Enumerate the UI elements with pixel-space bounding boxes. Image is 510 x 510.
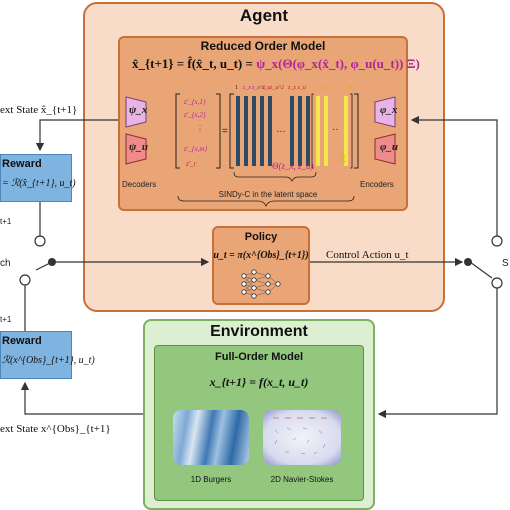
rom-equation: x̂_{t+1} = f̂(x̂_t, u_t) = ψ_x(Θ(φ_x(x̂_… xyxy=(132,56,420,72)
rom-equation-right: ψ_x(Θ(φ_x(x̂_t), φ_u(u_t)) Ξ) xyxy=(256,56,420,71)
reward-bottom-title: Reward xyxy=(2,335,42,347)
library-ellipsis: … xyxy=(276,124,286,135)
equals-sign: = xyxy=(222,126,228,137)
encoder-phi-u-shape xyxy=(374,133,396,165)
xi-column-1 xyxy=(316,96,320,166)
encoder-phi-x-label: φ_x xyxy=(380,104,398,116)
switch-right-bottom-node xyxy=(491,277,503,289)
connector-env-to-next-state xyxy=(20,381,143,415)
reward-bottom-panel xyxy=(0,331,72,379)
switch-left-top-node xyxy=(34,235,46,247)
decoder-psi-x-label: ψ_x xyxy=(129,104,148,116)
decoder-psi-x-shape xyxy=(125,96,147,128)
agent-title: Agent xyxy=(239,6,289,25)
burgers-caption: 1D Burgers xyxy=(190,475,232,484)
environment-title: Environment xyxy=(210,323,308,340)
encoder-phi-u-label: φ_u xyxy=(380,141,399,153)
xi-header-2: ξ_2 xyxy=(323,85,332,91)
library-header-zu: z_u xyxy=(262,85,271,91)
library-column-8 xyxy=(306,96,310,166)
derivative-bracket-right xyxy=(216,93,221,169)
navier-stokes-caption: 2D Navier-Stokes xyxy=(270,475,334,484)
decoders-label: Decoders xyxy=(122,180,157,189)
xi-header-1: ξ_1 xyxy=(314,85,323,91)
xi-bracket-right xyxy=(350,93,353,169)
connector-decoder-to-next-state xyxy=(35,119,118,152)
xi-label: Ξ xyxy=(340,154,346,164)
derivative-entry-dots: ⋮ xyxy=(196,124,204,133)
switch-right-top-node xyxy=(491,235,503,247)
library-header-zu2: z_u^2 xyxy=(270,85,284,91)
switch-right-label: S xyxy=(502,258,509,269)
derivative-entry-r: z'_r xyxy=(186,160,197,168)
xi-column-3 xyxy=(344,96,348,166)
library-column-4 xyxy=(260,96,264,166)
switch-left-label: ch xyxy=(0,258,11,269)
library-column-5 xyxy=(268,96,272,166)
sindy-underbrace xyxy=(177,195,355,208)
switch-right-pivot xyxy=(464,258,472,266)
t1-bottom-label: t+1 xyxy=(0,315,12,324)
library-header-zxzu: z_x z_u xyxy=(288,85,306,91)
library-bracket-right xyxy=(354,93,359,169)
policy-title: Policy xyxy=(244,231,278,243)
library-column-3 xyxy=(252,96,256,166)
reward-bottom-equation: ℛ(x^{Obs}_{t+1}, u_t) xyxy=(2,355,95,366)
sindy-caption: SINDy-C in the latent space xyxy=(218,190,318,199)
derivative-entry-1: z'_{x,1} xyxy=(184,98,206,106)
library-header-1: 1 xyxy=(235,85,238,91)
switch-left-pivot xyxy=(48,258,56,266)
xi-header-m: ξ_m xyxy=(342,85,352,91)
derivative-entry-2: z'_{x,2} xyxy=(184,111,206,119)
encoder-phi-x-shape xyxy=(374,96,396,128)
reward-top-equation: = ℛ(x̂_{t+1}, u_t) xyxy=(2,178,76,189)
fom-title: Full-Order Model xyxy=(215,351,303,363)
library-column-7 xyxy=(298,96,302,166)
rom-diagram: = xyxy=(125,93,396,208)
library-bracket-left xyxy=(229,93,234,169)
burgers-image xyxy=(173,410,249,465)
switch-left-bottom-node xyxy=(19,274,31,286)
next-state-bottom-label: ext State x^{Obs}_{t+1} xyxy=(0,423,111,435)
policy-equation: u_t = π(x^{Obs}_{t+1}) xyxy=(213,250,309,261)
derivative-entry-m: z'_{x,m} xyxy=(184,145,208,153)
theta-underbrace xyxy=(233,171,317,182)
library-column-2 xyxy=(244,96,248,166)
library-header-zx: z_x xyxy=(243,85,251,91)
rom-title: Reduced Order Model xyxy=(200,39,326,53)
theta-label: Θ(z_x, z_u) xyxy=(272,161,314,171)
decoder-psi-u-label: ψ_u xyxy=(129,141,148,153)
encoders-label: Encoders xyxy=(360,180,394,189)
t1-top-label: t+1 xyxy=(0,217,12,226)
neural-network-icon xyxy=(241,269,281,299)
library-column-1 xyxy=(236,96,240,166)
policy-panel xyxy=(212,226,310,305)
control-action-label: Control Action u_t xyxy=(326,249,409,261)
fom-equation: x_{t+1} = f(x_t, u_t) xyxy=(209,375,309,389)
xi-bracket-left xyxy=(311,93,314,169)
connector-switch-to-environment xyxy=(377,288,498,419)
library-header-zx2: z_x^2 xyxy=(252,85,266,91)
next-state-top-label: ext State x̂_{t+1} xyxy=(0,104,78,116)
library-column-6 xyxy=(290,96,294,166)
navier-stokes-image xyxy=(263,410,341,465)
reward-top-panel xyxy=(0,154,72,202)
derivative-bracket-left xyxy=(175,93,180,169)
decoder-psi-u-shape xyxy=(125,133,147,165)
xi-dots: ·· xyxy=(332,124,339,135)
reward-top-title: Reward xyxy=(2,158,42,170)
xi-column-2 xyxy=(324,96,328,166)
switch-right-arm xyxy=(469,261,493,279)
rom-panel xyxy=(118,36,408,211)
rom-equation-left: x̂_{t+1} = f̂(x̂_t, u_t) = xyxy=(132,56,253,71)
connector-switch-to-encoders xyxy=(410,115,498,236)
